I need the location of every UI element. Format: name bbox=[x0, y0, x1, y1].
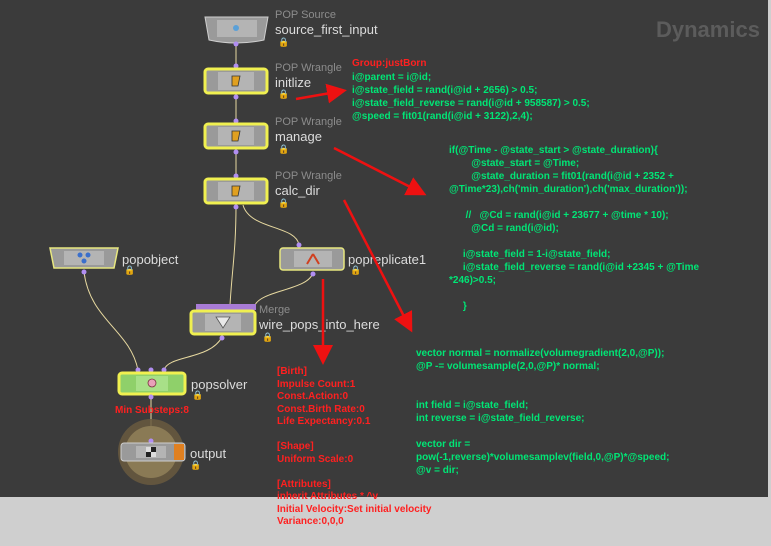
wire-calc-replicate bbox=[242, 204, 300, 246]
arrow-manage bbox=[333, 146, 427, 196]
merge-node-shape bbox=[189, 304, 257, 341]
wires-layer bbox=[83, 43, 314, 442]
lock-icon[interactable]: 🔒 bbox=[190, 461, 202, 471]
calc-dir-node-shape bbox=[203, 173, 269, 210]
popsolver-node-shape bbox=[117, 367, 187, 400]
source-node-shape bbox=[204, 16, 269, 47]
network-canvas[interactable]: Dynamics POP Source bbox=[0, 0, 768, 497]
annotation-initlize-code: i@parent = i@id; i@state_field = rand(i@… bbox=[352, 72, 590, 122]
wire-popobject-solver bbox=[83, 271, 139, 371]
node-name-label: wire_pops_into_here bbox=[259, 317, 380, 332]
annotation-manage-code: if(@Time - @state_start > @state_duratio… bbox=[449, 145, 700, 312]
node-type-label: POP Wrangle bbox=[275, 170, 342, 182]
lock-icon[interactable]: 🔒 bbox=[124, 266, 136, 276]
lock-icon[interactable]: 🔒 bbox=[278, 145, 290, 155]
node-type-label: POP Wrangle bbox=[275, 116, 342, 128]
popreplicate-node-shape bbox=[279, 242, 345, 277]
annotation-min-substeps: Min Substeps:8 bbox=[115, 405, 189, 416]
annotation-calc-dir-code: vector normal = normalize(volumegradient… bbox=[416, 348, 670, 476]
popobject-node-shape bbox=[49, 247, 119, 275]
node-type-label: POP Source bbox=[275, 9, 336, 21]
annotation-solver-notes: [Birth] Impulse Count:1 Const.Action:0 C… bbox=[277, 366, 432, 527]
initlize-node-shape bbox=[203, 63, 269, 100]
node-name-label: source_first_input bbox=[275, 22, 378, 37]
node-name-label: calc_dir bbox=[275, 183, 320, 198]
arrow-initlize bbox=[295, 83, 347, 104]
node-name-label: popsolver bbox=[191, 377, 248, 392]
node-name-label: initlize bbox=[275, 75, 312, 90]
annotation-group-label: Group:justBorn bbox=[352, 58, 427, 69]
node-name-label: manage bbox=[275, 129, 322, 144]
context-watermark: Dynamics bbox=[656, 17, 760, 42]
wire-calc-merge bbox=[229, 204, 237, 306]
bottom-strip bbox=[0, 497, 771, 546]
wire-merge-solver bbox=[163, 336, 223, 371]
lock-icon[interactable]: 🔒 bbox=[192, 391, 204, 401]
node-name-label: popreplicate1 bbox=[348, 252, 427, 267]
lock-icon[interactable]: 🔒 bbox=[350, 266, 362, 276]
lock-icon[interactable]: 🔒 bbox=[262, 333, 274, 343]
lock-icon[interactable]: 🔒 bbox=[278, 38, 290, 48]
node-name-label: output bbox=[190, 446, 227, 461]
manage-node-shape bbox=[203, 118, 269, 155]
lock-icon[interactable]: 🔒 bbox=[278, 199, 290, 209]
output-node-shape bbox=[118, 419, 186, 485]
node-name-label: popobject bbox=[122, 252, 179, 267]
arrow-calc-dir bbox=[342, 199, 413, 333]
arrows-layer bbox=[295, 83, 427, 365]
lock-icon[interactable]: 🔒 bbox=[278, 90, 290, 100]
node-type-label: Merge bbox=[259, 304, 291, 316]
node-type-label: POP Wrangle bbox=[275, 62, 342, 74]
wire-replicate-merge bbox=[254, 271, 314, 306]
